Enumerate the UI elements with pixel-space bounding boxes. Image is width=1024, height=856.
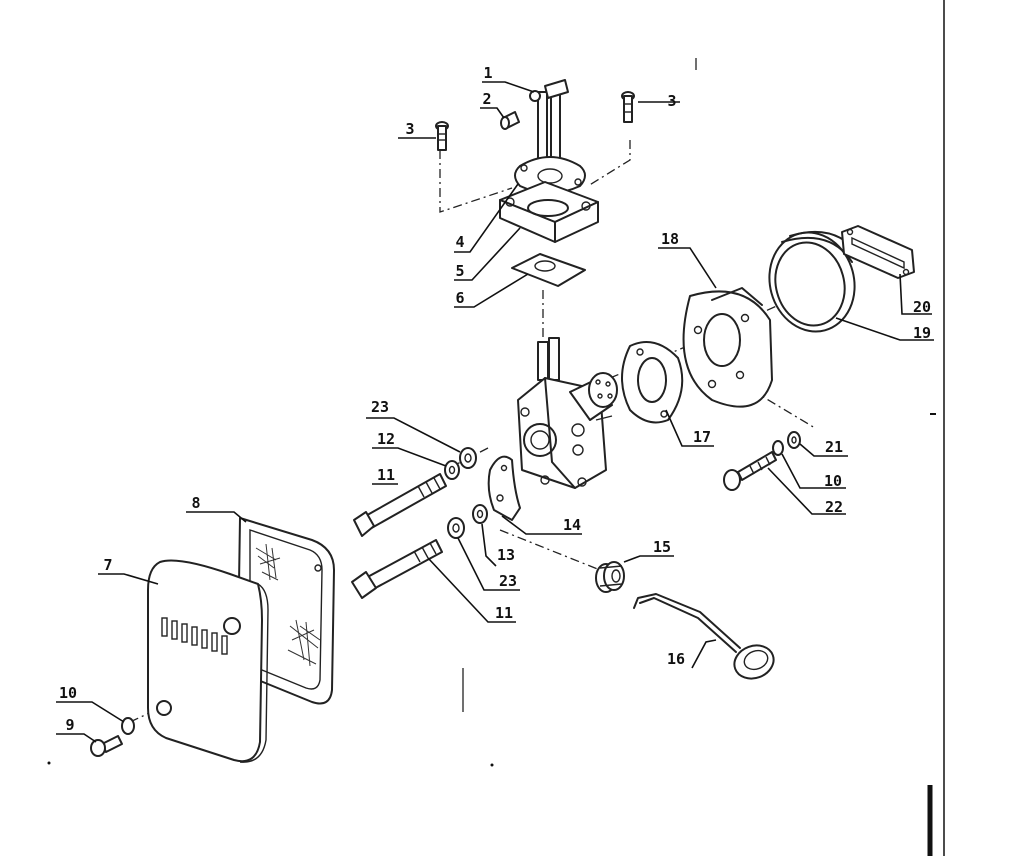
washer-23-lower [447,517,465,539]
choke-bracket [487,455,521,521]
callout-12: 12 [377,430,395,448]
lock-washer-right [772,440,784,456]
screw-9 [90,735,123,757]
callout-23-lower: 23 [499,572,517,590]
stray-mark [490,763,494,767]
lock-washer-left [121,717,135,735]
vent-slots [161,617,228,655]
callout-15: 15 [653,538,671,556]
callout-18: 18 [661,230,679,248]
callout-3-right: 3 [667,92,676,110]
callout-10-right: 10 [824,472,842,490]
washer-12 [444,460,460,480]
leader-lines [56,81,934,743]
washer-23-upper [459,447,477,469]
callouts: 1 2 3 3 4 5 6 18 20 19 17 21 10 22 23 12… [59,64,931,734]
callout-21: 21 [825,438,843,456]
callout-1: 1 [483,64,492,82]
axis-line [734,379,816,429]
callout-7: 7 [103,556,112,574]
screw-right [621,91,635,123]
callout-5: 5 [455,262,464,280]
callout-19: 19 [913,324,931,342]
pump-diaphragm [588,372,618,408]
callout-2: 2 [482,90,491,108]
callout-20: 20 [913,298,931,316]
callout-16: 16 [667,650,685,668]
grommet [595,561,625,593]
washer-21 [787,431,801,449]
choke-rod [633,593,775,680]
callout-8: 8 [191,494,200,512]
callout-13: 13 [497,546,515,564]
pin [500,111,520,130]
callout-4: 4 [455,233,464,251]
callout-23-upper: 23 [371,398,389,416]
callout-22: 22 [825,498,843,516]
axis-line [454,447,489,466]
callout-6: 6 [455,289,464,307]
filter-element-hatch [287,619,321,667]
small-gasket [511,253,586,287]
callout-14: 14 [563,516,581,534]
callout-17: 17 [693,428,711,446]
intake-gasket [621,341,684,424]
callout-3-left: 3 [405,120,414,138]
air-filter-cover [147,559,269,763]
throttle-shaft [529,79,569,161]
bolt-11-upper [353,473,447,537]
screw-left [435,121,449,151]
filter-ring [768,230,861,333]
bolt-22 [723,451,777,491]
carburetor-body [517,337,613,489]
adapter-housing [682,287,773,408]
ring-gasket [841,225,915,279]
axis-line [439,150,513,213]
axis-line [587,140,631,187]
cover-block [499,181,599,243]
callout-11-lower: 11 [495,604,513,622]
washer-13 [472,504,488,524]
filter-element-hatch [255,543,281,581]
bolt-11-lower [351,539,443,599]
callout-10-left: 10 [59,684,77,702]
callout-9: 9 [65,716,74,734]
callout-11-upper: 11 [377,466,395,484]
axis-line [499,529,601,571]
stray-mark [47,761,51,765]
